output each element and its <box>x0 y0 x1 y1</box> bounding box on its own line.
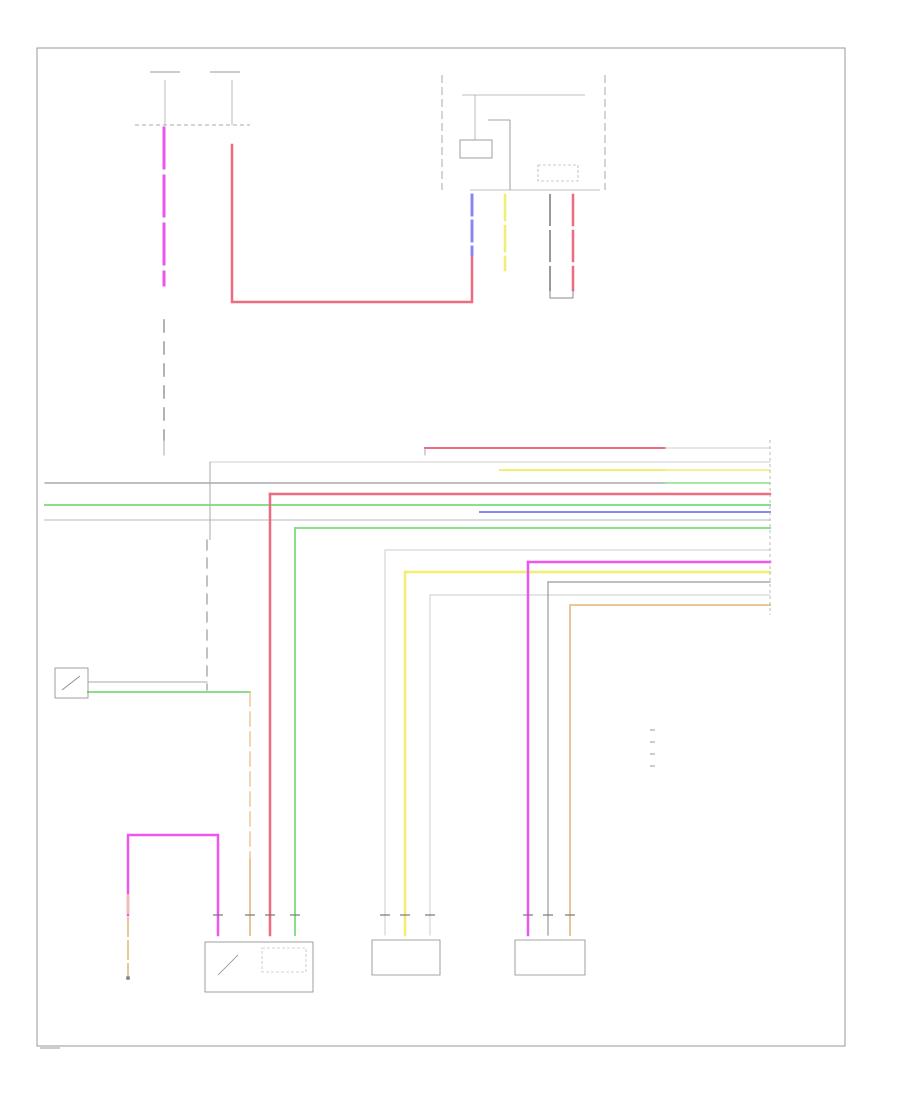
ground-point <box>126 976 130 980</box>
wire-group-right <box>384 549 772 606</box>
wire-bus <box>44 447 772 529</box>
buckle-switch <box>204 941 314 993</box>
front-fuse-box <box>135 71 250 126</box>
wire-violet-loop <box>126 833 220 937</box>
legend-area <box>650 729 655 767</box>
wire-red-top <box>230 143 474 304</box>
combination-meter <box>441 75 606 191</box>
center-connector-1 <box>371 939 441 976</box>
seatbelt-relay <box>54 667 89 699</box>
diagram-frame <box>36 47 846 1047</box>
wire-gray-meter-loop <box>549 290 574 299</box>
center-connector-2 <box>514 939 586 976</box>
